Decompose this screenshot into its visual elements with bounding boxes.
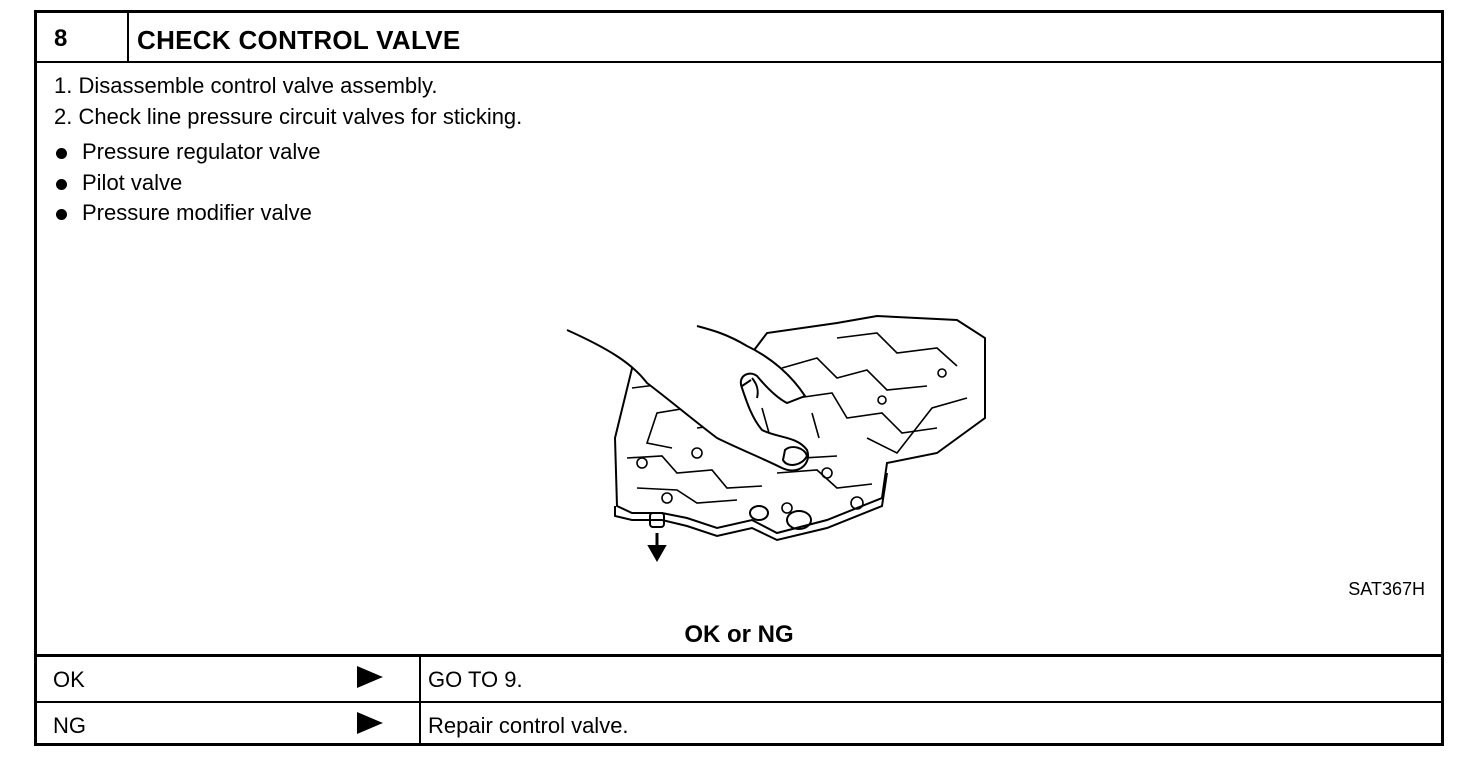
valve-body-side bbox=[614, 472, 888, 542]
result-condition: OK bbox=[53, 667, 85, 692]
hand bbox=[566, 325, 810, 472]
step-title: CHECK CONTROL VALVE bbox=[137, 25, 461, 55]
step-number: 8 bbox=[37, 13, 129, 61]
instruction-list: 1. Disassemble control valve assembly. 2… bbox=[54, 70, 522, 132]
right-triangle-icon bbox=[357, 666, 383, 688]
valve-plug bbox=[649, 512, 665, 528]
result-rows: OK GO TO 9. NG Repair control valve. bbox=[37, 654, 1441, 745]
mount-hole bbox=[749, 505, 769, 521]
result-action: GO TO 9. bbox=[428, 667, 523, 692]
valve-body-outline bbox=[613, 314, 986, 535]
valve-list: Pressure regulator valve Pilot valve Pre… bbox=[54, 137, 320, 229]
valve-item: Pilot valve bbox=[54, 168, 320, 199]
step-body: 1. Disassemble control valve assembly. 2… bbox=[37, 63, 1441, 657]
ok-ng-question: OK or NG bbox=[684, 621, 794, 648]
thumbnail bbox=[781, 446, 809, 466]
result-action: Repair control valve. bbox=[428, 713, 629, 738]
result-row-ng: NG Repair control valve. bbox=[37, 701, 1441, 745]
column-divider bbox=[419, 657, 421, 701]
result-row-ok: OK GO TO 9. bbox=[37, 657, 1441, 701]
mount-hole bbox=[786, 510, 812, 530]
finger-crease bbox=[741, 377, 759, 399]
column-divider bbox=[419, 703, 421, 745]
instruction-item: 2. Check line pressure circuit valves fo… bbox=[54, 104, 523, 129]
procedure-table: 8 CHECK CONTROL VALVE 1. Disassemble con… bbox=[34, 10, 1444, 746]
right-triangle-icon bbox=[357, 712, 383, 734]
instruction-item: 1. Disassemble control valve assembly. bbox=[54, 73, 438, 98]
down-arrow-head bbox=[647, 545, 667, 563]
valve-item: Pressure modifier valve bbox=[54, 198, 320, 229]
result-condition: NG bbox=[53, 713, 86, 738]
control-valve-illustration bbox=[566, 314, 986, 563]
valve-item: Pressure regulator valve bbox=[54, 137, 320, 168]
figure-code: SAT367H bbox=[1348, 579, 1425, 599]
step-header: 8 CHECK CONTROL VALVE bbox=[37, 13, 1441, 63]
